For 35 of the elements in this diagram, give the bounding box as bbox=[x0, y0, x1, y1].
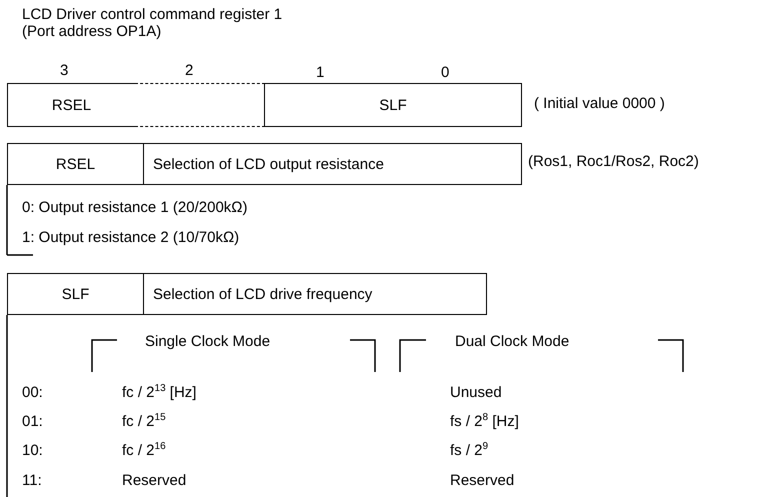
value-text: fc / 2$^{16}$ bbox=[122, 442, 166, 460]
column-header: Dual Clock Mode bbox=[455, 333, 570, 351]
option-text: 0: Output resistance 1 (20/200kΩ) bbox=[22, 199, 248, 217]
value-text: fc / 2$^{15}$ bbox=[122, 413, 166, 431]
value-text: Reserved bbox=[122, 472, 186, 490]
field-label: Selection of LCD output resistance bbox=[153, 156, 384, 172]
field-label: RSEL bbox=[56, 156, 96, 172]
bit-number: 0 bbox=[441, 64, 450, 82]
table-header-cell bbox=[143, 143, 522, 185]
value-text: fc / 2$^{13}$ [Hz] bbox=[122, 384, 196, 402]
code: 10: bbox=[22, 442, 43, 460]
code: 01: bbox=[22, 413, 43, 431]
field-label: SLF bbox=[62, 286, 90, 302]
column-header: Single Clock Mode bbox=[145, 333, 270, 351]
value-text: Unused bbox=[450, 384, 502, 402]
option-text: 1: Output resistance 2 (10/70kΩ) bbox=[22, 229, 240, 247]
field-label: SLF bbox=[379, 96, 407, 114]
note: (Ros1, Roc1/Ros2, Roc2) bbox=[528, 153, 699, 171]
bit-number: 3 bbox=[60, 62, 68, 80]
value-text: fs / 2$^{8}$ [Hz] bbox=[450, 413, 519, 431]
title: LCD Driver control command register 1 (Port address OP1A) bbox=[22, 6, 284, 40]
code: 11: bbox=[22, 472, 42, 490]
value-text: Reserved bbox=[450, 472, 514, 490]
code: 00: bbox=[22, 384, 43, 402]
value-text: fs / 2$^{9}$ bbox=[450, 442, 488, 460]
bit-number: 1 bbox=[316, 64, 324, 82]
bit-number: 2 bbox=[185, 62, 194, 80]
table-header-cell bbox=[7, 273, 144, 315]
register-field bbox=[7, 83, 136, 127]
field-label: RSEL bbox=[52, 96, 92, 114]
note: ( Initial value 0000 ) bbox=[534, 95, 665, 113]
table-header-cell bbox=[143, 273, 487, 315]
table-header-cell bbox=[7, 143, 144, 185]
field-label: Selection of LCD drive frequency bbox=[153, 286, 372, 302]
register-field bbox=[264, 83, 522, 127]
